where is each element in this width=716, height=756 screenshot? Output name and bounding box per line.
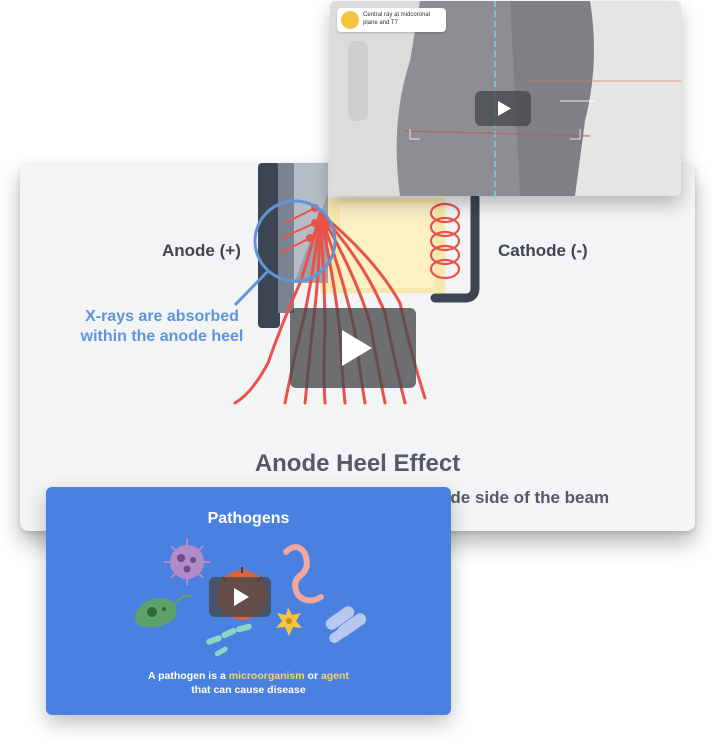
play-button[interactable] bbox=[475, 91, 531, 126]
pathogens-description: A pathogen is a microorganism or agent t… bbox=[46, 669, 451, 697]
spore-icon bbox=[276, 607, 302, 636]
protozoa-icon bbox=[135, 594, 193, 628]
xray-absorbed-note: X-rays are absorbed within the anode hee… bbox=[42, 307, 282, 347]
cathode-label: Cathode (-) bbox=[498, 241, 588, 260]
play-icon bbox=[234, 588, 249, 606]
virus-icon bbox=[164, 539, 210, 585]
video-title: Anode Heel Effect bbox=[254, 450, 461, 477]
highlight-agent: agent bbox=[320, 670, 349, 682]
positioning-video-card[interactable]: Central ray at midcoronal plane and T7 bbox=[330, 1, 681, 196]
play-icon bbox=[498, 101, 511, 116]
pathogens-video-card[interactable]: Pathogens A pathogen is a microorganism … bbox=[46, 487, 451, 715]
highlight-microorganism: microorganism bbox=[228, 670, 305, 682]
anode-heel-video-card[interactable]: Anode (+) Cathode (-) X-rays are absorbe… bbox=[20, 163, 695, 531]
video-thumbnail bbox=[330, 1, 681, 196]
play-button[interactable] bbox=[290, 308, 416, 388]
desc-text: or bbox=[304, 670, 321, 682]
tip-text: Central ray at midcoronal plane and T7 bbox=[363, 12, 431, 26]
description-line-1: A pathogen is a microorganism or agent bbox=[46, 669, 451, 683]
desc-text: A pathogen is a bbox=[148, 670, 229, 682]
note-line-1: X-rays are absorbed bbox=[85, 308, 239, 325]
lightbulb-icon bbox=[341, 11, 359, 29]
note-line-2: within the anode heel bbox=[80, 328, 244, 345]
tip-callout: Central ray at midcoronal plane and T7 bbox=[337, 8, 446, 32]
description-line-2: that can cause disease bbox=[191, 684, 306, 696]
anode-label: Anode (+) bbox=[162, 241, 241, 260]
video-subtitle: ode side of the beam bbox=[440, 488, 610, 507]
play-button[interactable] bbox=[209, 577, 271, 617]
play-icon bbox=[342, 330, 372, 366]
pathogens-title: Pathogens bbox=[207, 510, 290, 527]
